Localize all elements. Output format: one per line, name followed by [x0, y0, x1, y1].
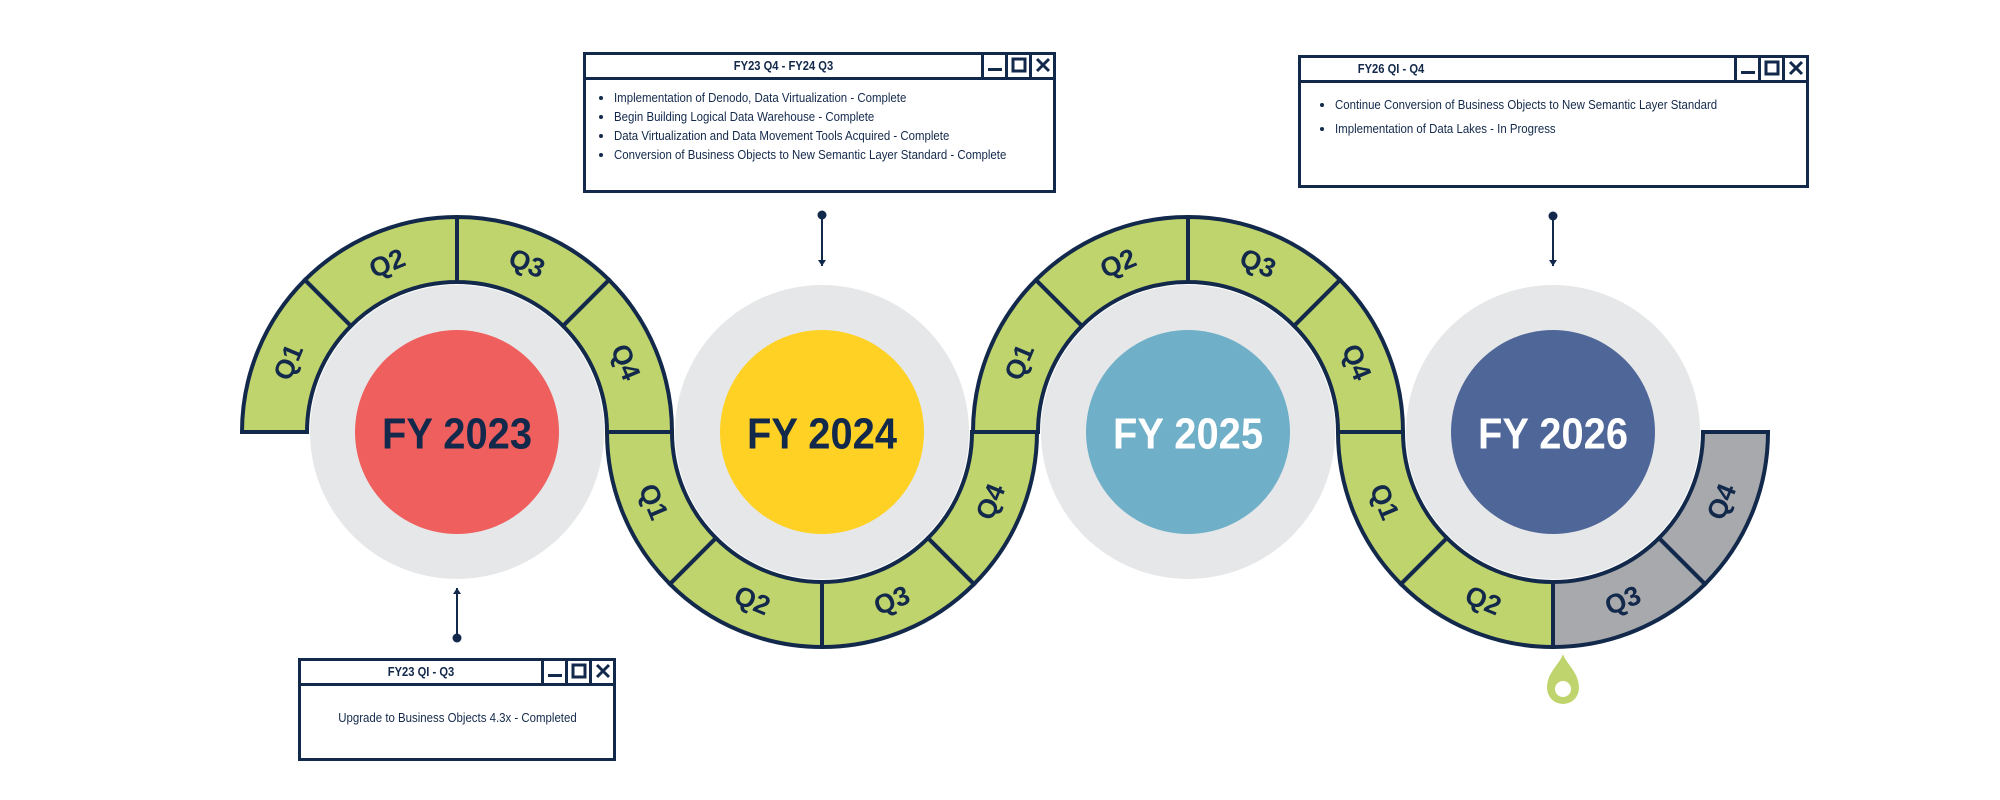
callout-fy24-list: Implementation of Denodo, Data Virtualiz…	[592, 88, 1053, 164]
year-disc	[720, 330, 924, 534]
callout-fy23-title: FY23 QI - Q3	[387, 664, 455, 679]
close-icon[interactable]	[1782, 58, 1806, 80]
list-item: Implementation of Data Lakes - In Progre…	[1335, 117, 1806, 141]
callout-fy24: FY23 Q4 - FY24 Q3 Implementation of Deno…	[583, 52, 1056, 193]
callout-fy26-title: FY26 QI - Q4	[1357, 61, 1425, 76]
maximize-icon[interactable]	[1005, 55, 1029, 77]
window-controls	[981, 55, 1053, 77]
list-item: Implementation of Denodo, Data Virtualiz…	[614, 88, 1053, 107]
callout-fy26-titlebar: FY26 QI - Q4	[1301, 58, 1806, 83]
year-discs: FY 2023 FY 2024 FY 2025 FY 2026	[310, 285, 1700, 579]
minimize-icon[interactable]	[541, 661, 565, 683]
year-label: FY 2024	[747, 410, 897, 459]
close-icon[interactable]	[1029, 55, 1053, 77]
callout-fy24-body: Implementation of Denodo, Data Virtualiz…	[586, 80, 1053, 164]
list-item: Begin Building Logical Data Warehouse - …	[614, 107, 1053, 126]
callout-fy23-text: Upgrade to Business Objects 4.3x - Compl…	[337, 710, 577, 725]
connector-fy26-arrowhead	[1549, 260, 1557, 266]
year-label: FY 2023	[382, 410, 532, 459]
quarter-segment	[1656, 430, 1771, 587]
minimize-icon[interactable]	[1734, 58, 1758, 80]
year-disc	[1086, 330, 1290, 534]
year-disc	[1451, 330, 1655, 534]
progress-marker	[1547, 654, 1579, 704]
callout-fy26: FY26 QI - Q4 Continue Conversion of Busi…	[1298, 55, 1809, 188]
connector-fy23-arrowhead	[453, 588, 461, 594]
maximize-icon[interactable]	[1758, 58, 1782, 80]
minimize-icon[interactable]	[981, 55, 1005, 77]
callout-fy26-list: Continue Conversion of Business Objects …	[1313, 93, 1806, 141]
list-item: Continue Conversion of Business Objects …	[1335, 93, 1806, 117]
connector-fy24-arrowhead	[818, 260, 826, 266]
year-disc	[355, 330, 559, 534]
callout-fy23-titlebar: FY23 QI - Q3	[301, 661, 613, 686]
callout-fy23: FY23 QI - Q3 Upgrade to Business Objects…	[298, 658, 616, 761]
maximize-icon[interactable]	[565, 661, 589, 683]
callout-fy26-body: Continue Conversion of Business Objects …	[1301, 83, 1806, 141]
window-controls	[541, 661, 613, 683]
callout-connectors	[452, 210, 1558, 643]
callout-fy23-body: Upgrade to Business Objects 4.3x - Compl…	[301, 686, 613, 725]
window-controls	[1734, 58, 1806, 80]
year-label: FY 2026	[1478, 410, 1628, 459]
callout-fy24-titlebar: FY23 Q4 - FY24 Q3	[586, 55, 1053, 80]
progress-marker-icon	[1547, 654, 1579, 704]
list-item: Data Virtualization and Data Movement To…	[614, 126, 1053, 145]
callout-fy24-title: FY23 Q4 - FY24 Q3	[733, 58, 834, 73]
progress-marker-hole	[1555, 681, 1571, 697]
list-item: Conversion of Business Objects to New Se…	[614, 145, 1053, 164]
year-label: FY 2025	[1113, 410, 1263, 459]
close-icon[interactable]	[589, 661, 613, 683]
